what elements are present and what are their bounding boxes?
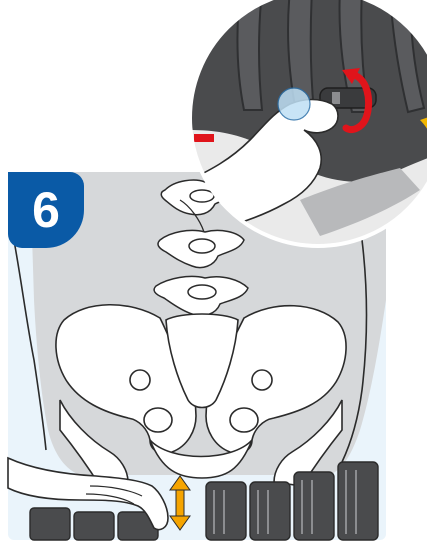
slat-2 (73, 511, 115, 541)
vertebra-body-1 (189, 189, 215, 203)
obturator-right (229, 407, 259, 433)
sacrum (165, 313, 239, 409)
helmet-detail-zoom (188, 0, 427, 248)
pubic-symphysis (149, 439, 253, 479)
slat-4 (205, 481, 247, 541)
finger-lines (85, 485, 143, 505)
arm-outline (179, 199, 205, 233)
obturator-left (143, 407, 173, 433)
hand-turning-knob (190, 98, 339, 233)
vertebra-body-3 (187, 284, 217, 300)
rotate-arrow-icon (342, 68, 373, 134)
hip-outline-left (11, 229, 47, 451)
pelvis-bone (55, 303, 347, 487)
slat-5 (249, 481, 291, 541)
double-vertical-arrow-icon (169, 475, 191, 531)
acetabulum-right (251, 369, 273, 391)
femur-left (59, 399, 129, 487)
femur-right (273, 399, 343, 487)
step-number-badge: 6 (8, 172, 84, 248)
slat-1 (29, 507, 71, 541)
knob-highlight (277, 87, 311, 121)
vertebra-body-2 (188, 238, 216, 254)
helmet-accent-red (194, 134, 214, 142)
height-adjust-slats (29, 461, 379, 541)
helmet-band (300, 168, 420, 236)
acetabulum-left (129, 369, 151, 391)
slat-7 (337, 461, 379, 541)
slat-6 (293, 471, 335, 541)
hip-outline-right (341, 239, 368, 463)
